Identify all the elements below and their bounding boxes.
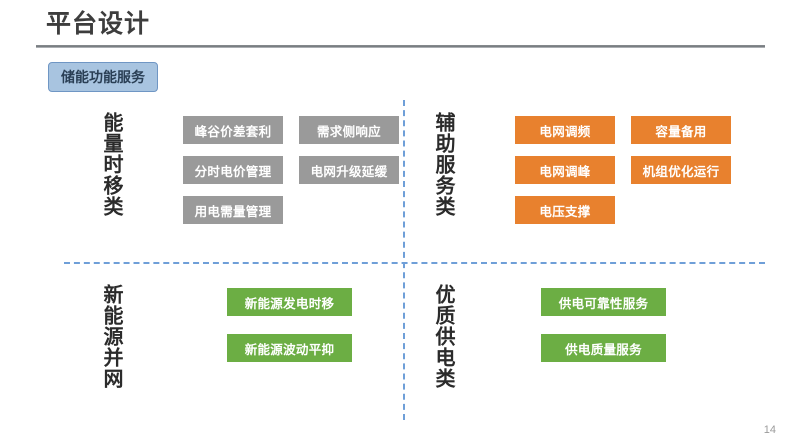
quadrant-ancillary-services: 辅助服务类 电网调频 容量备用 电网调峰 机组优化运行 电压支撑 [432, 112, 731, 224]
chip-item[interactable]: 电压支撑 [515, 196, 615, 224]
title-divider-rule [36, 45, 765, 48]
category-label-energy-shift: 能量时移类 [100, 112, 122, 217]
chip-item[interactable]: 新能源发电时移 [227, 288, 352, 316]
quadrant-energy-shift: 能量时移类 峰谷价差套利 需求侧响应 分时电价管理 电网升级延缓 用电需量管理 [100, 112, 399, 224]
chip-placeholder [631, 196, 731, 224]
page-title: 平台设计 [46, 10, 151, 38]
category-label-ancillary-services: 辅助服务类 [432, 112, 454, 217]
category-label-power-quality: 优质供电类 [432, 284, 454, 389]
vertical-dashed-divider [403, 100, 405, 420]
category-label-renewable-grid-connection: 新能源并网 [100, 284, 122, 389]
page-number: 14 [763, 424, 776, 436]
storage-function-service-badge[interactable]: 储能功能服务 [48, 62, 158, 92]
chip-group-energy-shift: 峰谷价差套利 需求侧响应 分时电价管理 电网升级延缓 用电需量管理 [183, 116, 399, 224]
chip-item[interactable]: 需求侧响应 [299, 116, 399, 144]
chip-item[interactable]: 供电可靠性服务 [541, 288, 666, 316]
horizontal-dashed-divider [64, 262, 765, 264]
chip-group-power-quality: 供电可靠性服务 供电质量服务 [541, 288, 666, 362]
chip-group-ancillary-services: 电网调频 容量备用 电网调峰 机组优化运行 电压支撑 [515, 116, 731, 224]
chip-item[interactable]: 分时电价管理 [183, 156, 283, 184]
quadrant-power-quality: 优质供电类 供电可靠性服务 供电质量服务 [432, 284, 666, 389]
chip-item[interactable]: 新能源波动平抑 [227, 334, 352, 362]
chip-item[interactable]: 峰谷价差套利 [183, 116, 283, 144]
chip-item[interactable]: 供电质量服务 [541, 334, 666, 362]
chip-group-renewable-grid-connection: 新能源发电时移 新能源波动平抑 [227, 288, 352, 362]
quadrant-renewable-grid-connection: 新能源并网 新能源发电时移 新能源波动平抑 [100, 284, 352, 389]
chip-item[interactable]: 电网调峰 [515, 156, 615, 184]
chip-item[interactable]: 容量备用 [631, 116, 731, 144]
chip-item[interactable]: 机组优化运行 [631, 156, 731, 184]
chip-item[interactable]: 电网升级延缓 [299, 156, 399, 184]
chip-item[interactable]: 电网调频 [515, 116, 615, 144]
chip-placeholder [299, 196, 399, 224]
chip-item[interactable]: 用电需量管理 [183, 196, 283, 224]
